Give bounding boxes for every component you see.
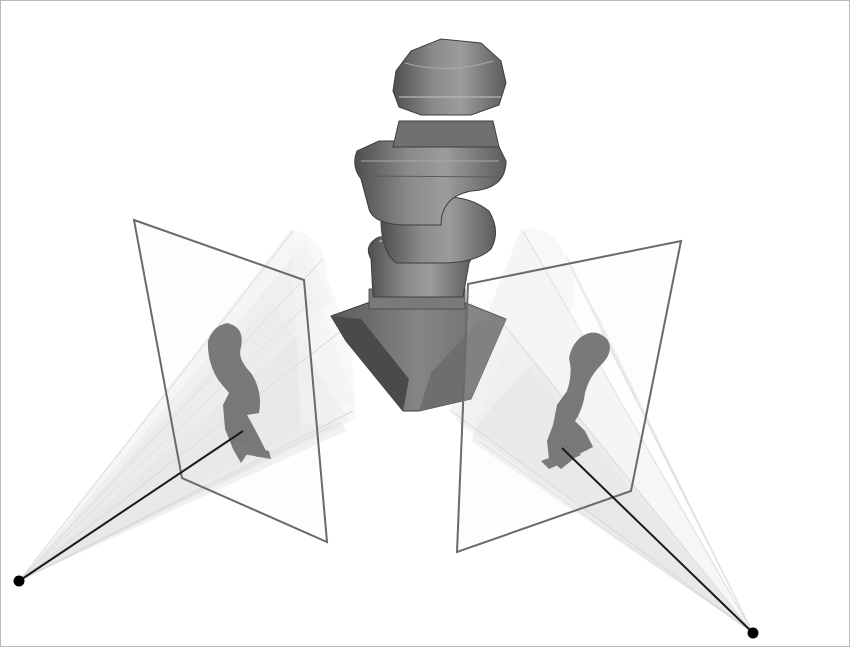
camera-center-right	[748, 628, 759, 639]
camera-center-left	[14, 576, 25, 587]
